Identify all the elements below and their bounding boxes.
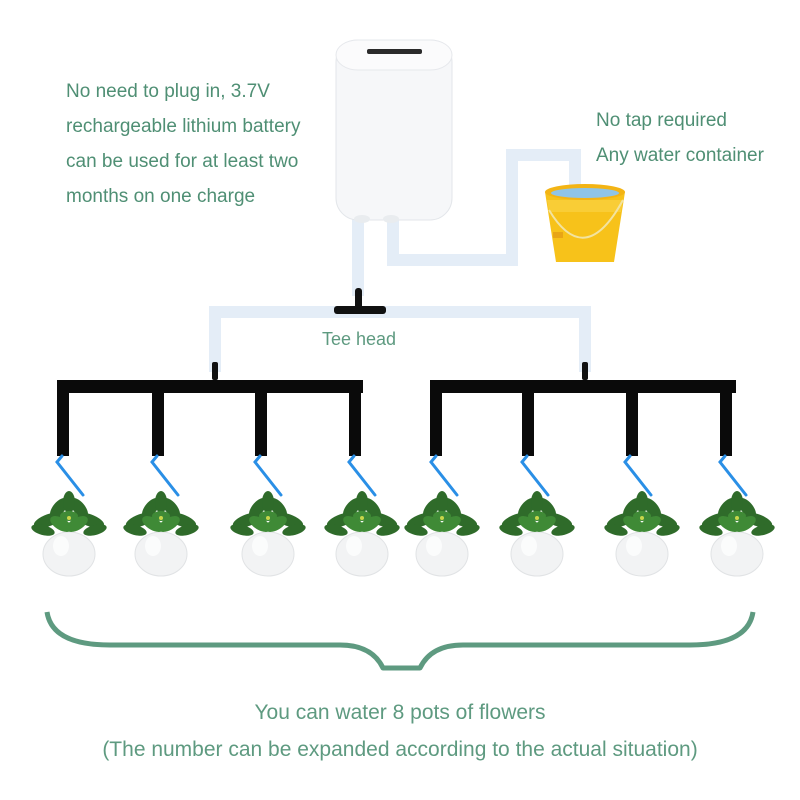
battery-note-line-1: No need to plug in, 3.7V (66, 81, 270, 102)
plant-pot-7 (602, 490, 682, 577)
plant-pot-2 (121, 490, 201, 577)
plant-pot-5 (402, 490, 482, 577)
connector-left (212, 362, 218, 380)
right-manifold (430, 380, 736, 456)
plant-pot-1 (29, 490, 109, 577)
battery-note-line-3: can be used for at least two (66, 151, 299, 172)
water-bucket-icon (545, 184, 625, 262)
battery-note: No need to plug in, 3.7V rechargeable li… (66, 74, 300, 214)
left-manifold (57, 380, 363, 456)
summary-line-2: (The number can be expanded according to… (102, 738, 698, 761)
tee-head-connector (334, 288, 386, 314)
water-pump-device (335, 39, 453, 223)
summary-caption: You can water 8 pots of flowers (The num… (0, 697, 800, 771)
plant-pot-3 (228, 490, 308, 577)
curly-brace (44, 611, 756, 671)
connector-right (582, 362, 588, 380)
plant-pot-8 (697, 490, 777, 577)
water-note: No tap required Any water container (596, 103, 764, 173)
water-note-line-1: No tap required (596, 110, 727, 131)
plant-pot-6 (497, 490, 577, 577)
plant-pots (29, 490, 777, 577)
battery-note-line-4: months on one charge (66, 186, 256, 207)
battery-note-line-2: rechargeable lithium battery (66, 116, 301, 137)
summary-line-1: You can water 8 pots of flowers (254, 701, 546, 724)
supply-pipes (209, 149, 591, 372)
tee-head-label: Tee head (322, 329, 397, 349)
water-note-line-2: Any water container (596, 145, 764, 166)
drippers (55, 454, 748, 497)
plant-pot-4 (322, 490, 402, 577)
